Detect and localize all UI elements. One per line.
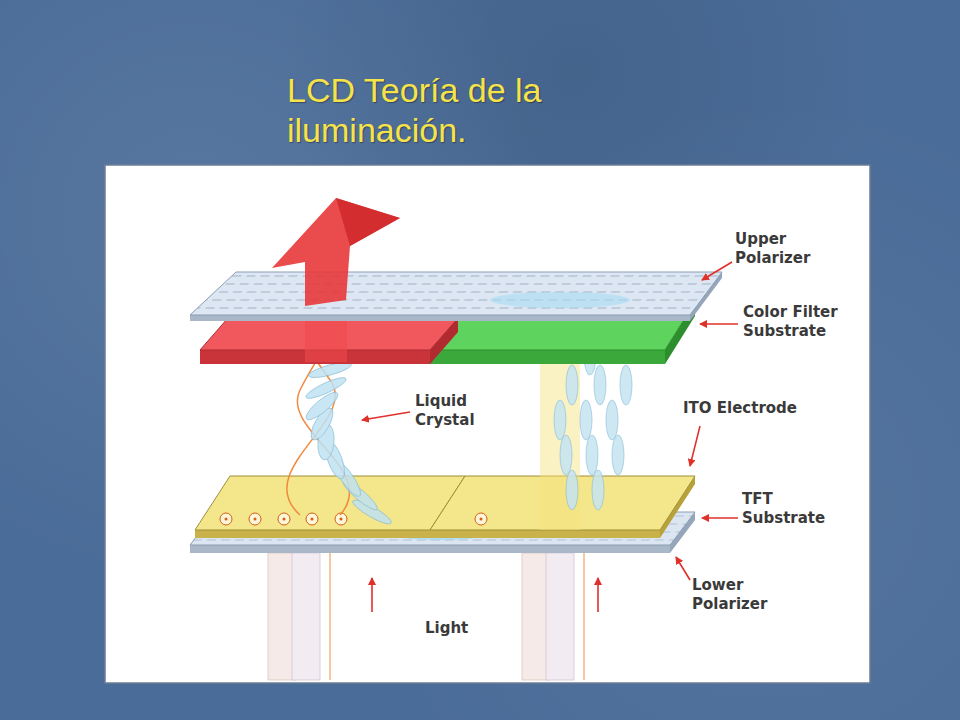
part-label: Light	[425, 619, 505, 638]
output-arrow	[272, 198, 400, 306]
light-beams	[268, 553, 584, 680]
slide-title: LCD Teoría de la iluminación.	[287, 70, 617, 150]
part-label: Color Filter Substrate	[743, 303, 853, 341]
light-arrows	[372, 578, 598, 612]
panel	[105, 165, 870, 683]
part-label: Lower Polarizer	[692, 576, 792, 614]
part-label: ITO Electrode	[683, 399, 833, 418]
part-label: TFT Substrate	[742, 490, 832, 528]
leader-arrows	[362, 262, 738, 580]
tft-substrate	[195, 476, 695, 538]
part-label: Upper Polarizer	[735, 230, 825, 268]
part-label: Liquid Crystal	[415, 392, 485, 430]
upper-polarizer	[190, 272, 722, 321]
